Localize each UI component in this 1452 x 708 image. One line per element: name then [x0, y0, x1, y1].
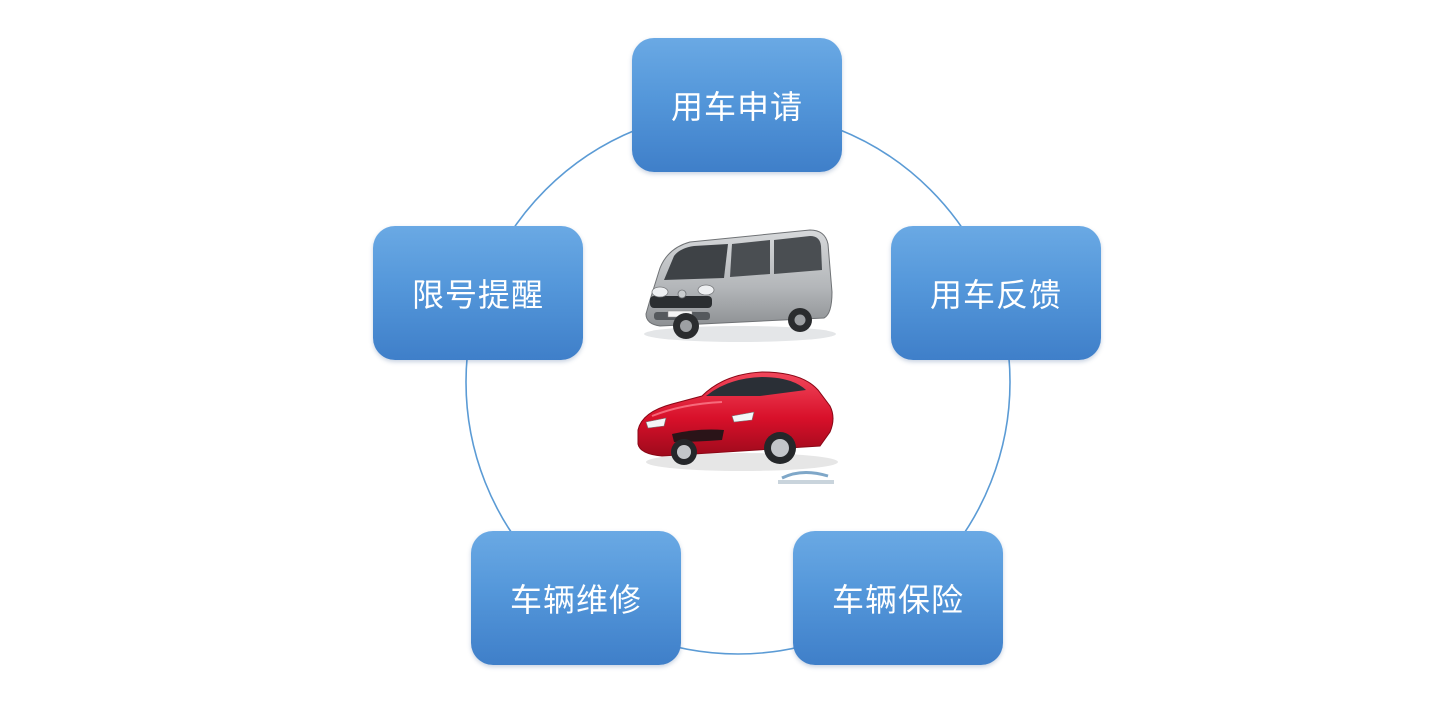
node-vehicle-feedback[interactable]: 用车反馈 [891, 226, 1101, 360]
sports-car-photo [632, 360, 844, 500]
node-vehicle-repair-label: 车辆维修 [509, 581, 642, 619]
node-vehicle-feedback-label: 用车反馈 [929, 276, 1062, 314]
node-plate-restriction-reminder-label: 限号提醒 [411, 276, 544, 314]
van-photo [620, 222, 844, 356]
node-plate-restriction-reminder[interactable]: 限号提醒 [373, 226, 583, 360]
node-vehicle-insurance-label: 车辆保险 [831, 581, 964, 619]
node-vehicle-insurance[interactable]: 车辆保险 [793, 531, 1003, 665]
node-vehicle-request[interactable]: 用车申请 [632, 38, 842, 172]
node-vehicle-request-label: 用车申请 [670, 88, 803, 126]
node-vehicle-repair[interactable]: 车辆维修 [471, 531, 681, 665]
